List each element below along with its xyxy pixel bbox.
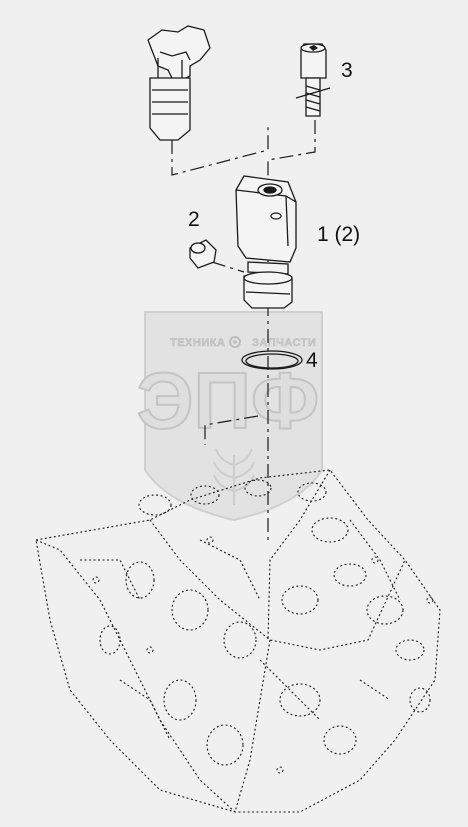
watermark-logo: ЭПФ xyxy=(137,356,320,445)
callout-part-4: 4 xyxy=(306,349,318,372)
callout-part-1: 1 (2) xyxy=(317,223,361,246)
sensor-body-part xyxy=(235,175,297,309)
bolt-part xyxy=(295,43,331,117)
cap-part xyxy=(189,239,217,269)
injector-part xyxy=(147,25,211,141)
wheat-emblem-icon xyxy=(213,448,255,505)
watermark-top-left: ТЕХНИКА xyxy=(170,337,225,349)
watermark: ТЕХНИКА ЗАПЧАСТИ ЭПФ xyxy=(136,311,323,522)
callout-part-2: 2 xyxy=(188,208,200,231)
engine-block xyxy=(35,469,441,813)
gear-icon xyxy=(229,336,241,348)
callout-part-3: 3 xyxy=(341,59,353,82)
shield-icon xyxy=(144,311,323,522)
o-ring-part xyxy=(241,350,303,370)
watermark-top-right: ЗАПЧАСТИ xyxy=(252,337,316,349)
